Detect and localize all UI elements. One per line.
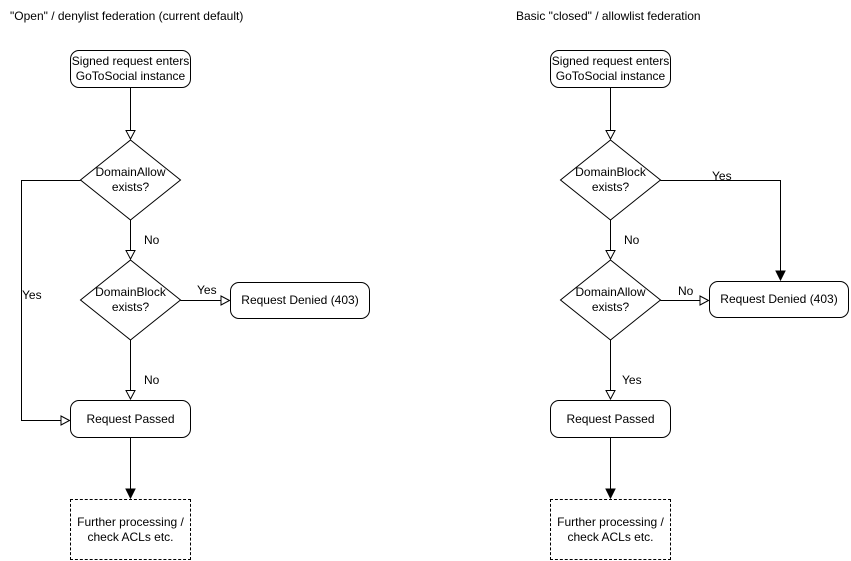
- left-start-line2: GoToSocial instance: [75, 69, 186, 83]
- right-start-line2: GoToSocial instance: [555, 69, 666, 83]
- right-allow-yes-label: Yes: [622, 373, 642, 387]
- right-chart-title: Basic "closed" / allowlist federation: [516, 9, 701, 23]
- left-request-passed-label: Request Passed: [86, 411, 175, 426]
- decision-diamond-right-domainblock: [559, 139, 662, 221]
- right-block-yes-label: Yes: [712, 169, 732, 183]
- open-arrowhead-icon: [699, 295, 710, 306]
- left-request-denied-label: Request Denied (403): [241, 293, 359, 307]
- decision-diamond-left-domainallow: [79, 139, 182, 221]
- left-further-line2: check ACLs etc.: [87, 529, 174, 544]
- open-arrowhead-icon: [605, 250, 616, 261]
- left-block-yes-label: Yes: [197, 283, 217, 297]
- open-arrowhead-icon: [60, 415, 71, 426]
- right-further-line2: check ACLs etc.: [567, 529, 654, 544]
- filled-arrowhead-icon: [775, 270, 786, 282]
- decision-diamond-right-domainallow: [559, 259, 662, 341]
- left-allow-no-label: No: [144, 233, 160, 247]
- edge-right-block-yes: [660, 180, 781, 271]
- right-request-denied-label: Request Denied (403): [720, 292, 838, 306]
- open-arrowhead-icon: [125, 250, 136, 261]
- decision-diamond-left-domainblock: [79, 259, 182, 341]
- left-further-processing-node: Further processing / check ACLs etc.: [70, 499, 191, 560]
- filled-arrowhead-icon: [605, 488, 616, 500]
- open-arrowhead-icon: [605, 390, 616, 401]
- right-further-processing-node: Further processing / check ACLs etc.: [550, 499, 671, 560]
- open-arrowhead-icon: [605, 130, 616, 141]
- left-block-no-label: No: [144, 373, 160, 387]
- left-start-node: Signed request enters GoToSocial instanc…: [70, 50, 191, 88]
- edge-left-allow-yes-loop: [21, 180, 81, 421]
- left-request-denied-node: Request Denied (403): [230, 282, 370, 319]
- left-start-line1: Signed request enters: [71, 54, 190, 68]
- filled-arrowhead-icon: [125, 488, 136, 500]
- right-block-no-label: No: [624, 233, 640, 247]
- open-arrowhead-icon: [125, 390, 136, 401]
- right-request-passed-node: Request Passed: [550, 400, 671, 438]
- right-allow-no-label: No: [678, 284, 694, 298]
- right-further-line1: Further processing /: [557, 514, 664, 529]
- left-chart-title: "Open" / denylist federation (current de…: [10, 9, 244, 23]
- open-arrowhead-icon: [125, 130, 136, 141]
- open-arrowhead-icon: [220, 295, 231, 306]
- left-allow-yes-label: Yes: [22, 288, 42, 302]
- right-start-node: Signed request enters GoToSocial instanc…: [550, 50, 671, 88]
- right-start-line1: Signed request enters: [551, 54, 670, 68]
- left-request-passed-node: Request Passed: [70, 400, 191, 438]
- right-request-denied-node: Request Denied (403): [709, 281, 849, 318]
- right-request-passed-label: Request Passed: [566, 411, 655, 426]
- left-further-line1: Further processing /: [77, 514, 184, 529]
